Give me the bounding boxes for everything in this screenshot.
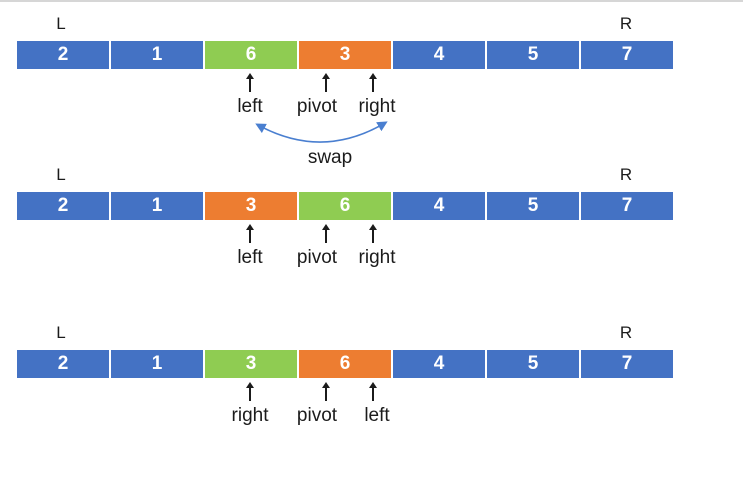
pointer-label: right	[231, 405, 269, 426]
array-cell: 3	[299, 41, 391, 69]
pointer-label: right	[358, 247, 396, 268]
array-cell: 5	[487, 41, 579, 69]
right-bound-label: R	[619, 14, 633, 33]
array-cell: 4	[393, 41, 485, 69]
left-bound-label: L	[56, 323, 66, 342]
up-arrow-icon	[245, 73, 255, 93]
array-bar: 2 1 3 6 4 5 7	[17, 192, 673, 220]
up-arrow-icon	[321, 73, 331, 93]
swap-arrow-icon	[255, 121, 388, 143]
array-cell: 5	[487, 350, 579, 378]
array-cell: 4	[393, 350, 485, 378]
array-cell: 2	[17, 192, 109, 220]
array-cell: 1	[111, 41, 203, 69]
up-arrow-icon	[245, 382, 255, 402]
array-cell: 5	[487, 192, 579, 220]
array-cell: 2	[17, 350, 109, 378]
right-bound-label: R	[619, 323, 633, 342]
array-bar: 2 1 6 3 4 5 7	[17, 41, 673, 69]
top-border-line	[0, 0, 743, 2]
array-cell: 4	[393, 192, 485, 220]
array-bar: 2 1 3 6 4 5 7	[17, 350, 673, 378]
pointer-label: pivot	[296, 405, 338, 426]
up-arrow-icon	[245, 224, 255, 244]
up-arrow-icon	[321, 382, 331, 402]
up-arrow-icon	[368, 73, 378, 93]
right-bound-label: R	[619, 165, 633, 184]
pointer-label: right	[358, 96, 396, 117]
swap-label: swap	[307, 147, 353, 168]
pointer-label: left	[364, 405, 390, 426]
pointer-label: left	[237, 247, 263, 268]
left-bound-label: L	[56, 165, 66, 184]
left-bound-label: L	[56, 14, 66, 33]
array-cell: 1	[111, 350, 203, 378]
array-cell: 3	[205, 350, 297, 378]
array-cell: 2	[17, 41, 109, 69]
up-arrow-icon	[368, 382, 378, 402]
array-cell: 7	[581, 350, 673, 378]
pointer-label: left	[237, 96, 263, 117]
array-cell: 6	[299, 350, 391, 378]
array-cell: 7	[581, 192, 673, 220]
array-cell: 3	[205, 192, 297, 220]
array-cell: 6	[299, 192, 391, 220]
up-arrow-icon	[321, 224, 331, 244]
up-arrow-icon	[368, 224, 378, 244]
pointer-label: pivot	[296, 247, 338, 268]
array-cell: 7	[581, 41, 673, 69]
array-cell: 1	[111, 192, 203, 220]
array-cell: 6	[205, 41, 297, 69]
pointer-label: pivot	[296, 96, 338, 117]
